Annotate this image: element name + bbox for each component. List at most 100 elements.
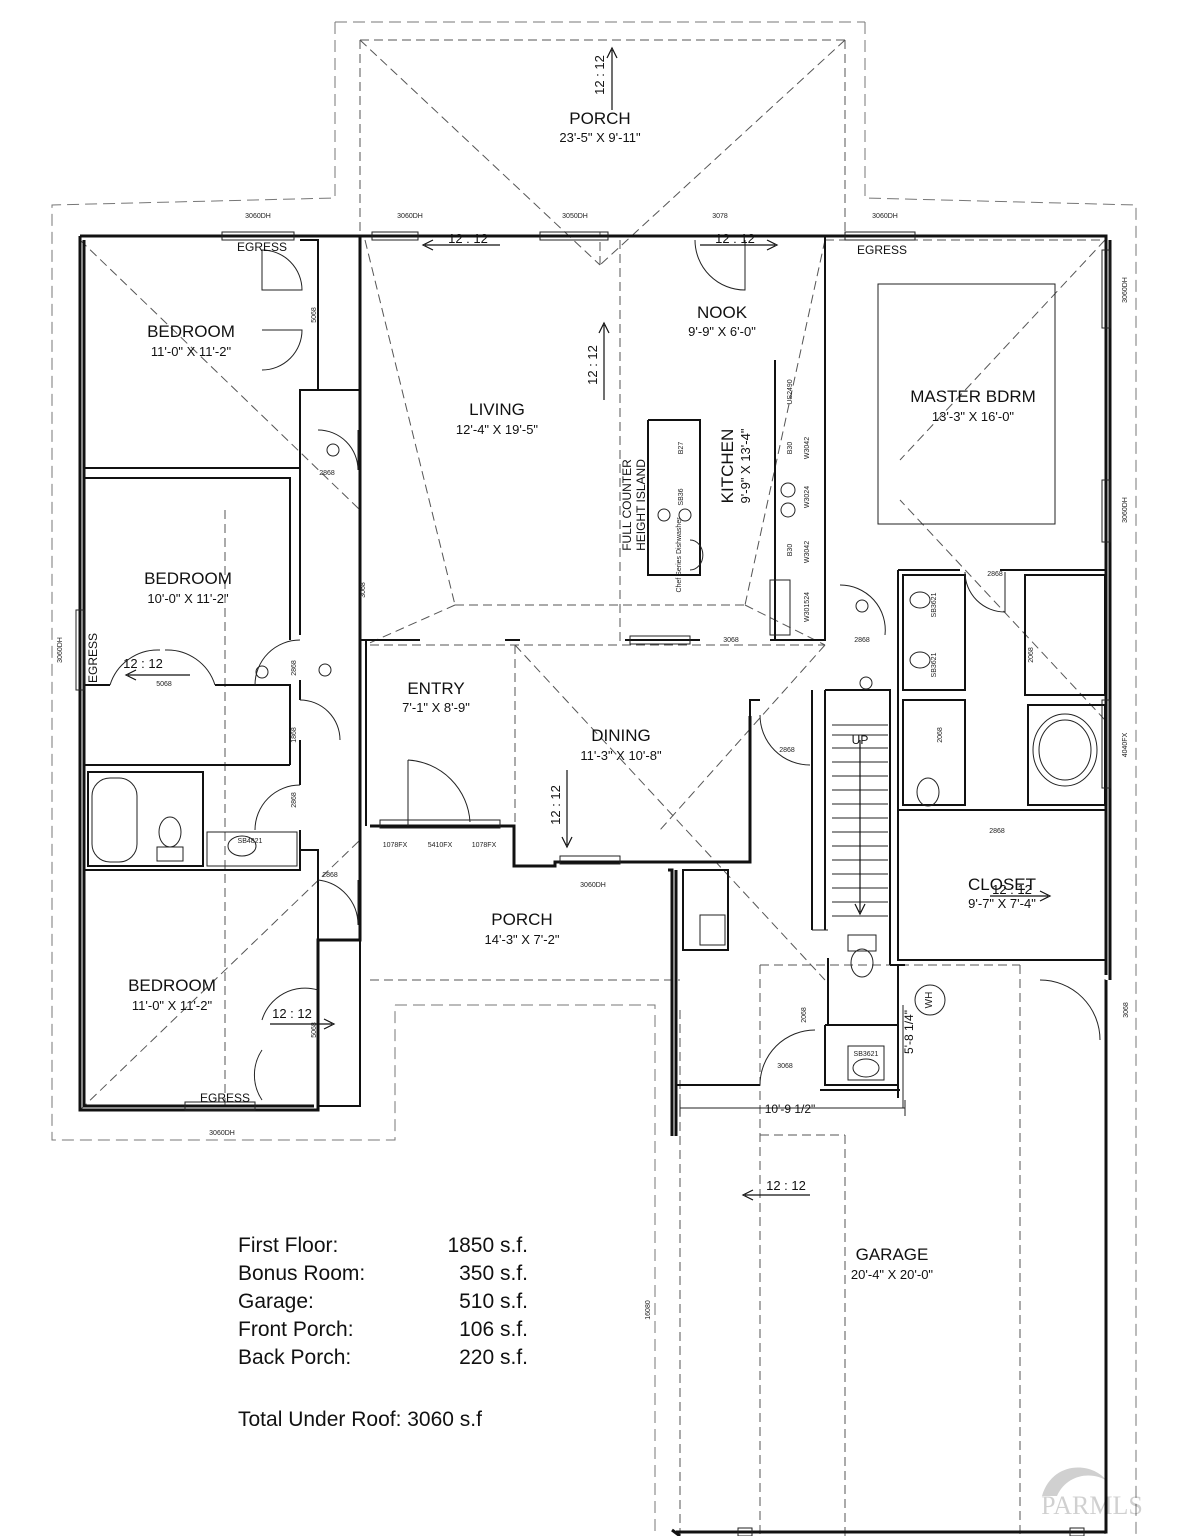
room-name-nook: NOOK [697, 303, 748, 322]
egress-label-master: EGRESS [857, 243, 907, 257]
code-window-entry-3: 1078FX [472, 842, 497, 849]
pitch-label-kitchen: 12 : 12 [585, 345, 600, 385]
code-door-bedroom-1-closet: 5068 [311, 307, 318, 323]
windows [75, 231, 1111, 1536]
pitch-label-back-porch: 12 : 12 [592, 55, 607, 95]
code-door-closet: 2868 [989, 828, 1005, 835]
code-door-bedroom-3-closet: 5068 [311, 1022, 318, 1038]
door-swings [109, 239, 1101, 1101]
code-garage-door: 16080 [645, 1300, 652, 1320]
room-size-bedroom-2: 10'-0" X 11'-2" [147, 591, 229, 606]
room-name-garage: GARAGE [856, 1245, 929, 1264]
room-name-closet: CLOSET [968, 875, 1036, 894]
room-labels: PORCH 23'-5" X 9'-11" BEDROOM 11'-0" X 1… [128, 109, 1036, 1282]
fixtures [91, 443, 1098, 1081]
code-door-linen: 1868 [291, 727, 298, 743]
room-name-bedroom-1: BEDROOM [147, 322, 235, 341]
pitch-label-dining: 12 : 12 [548, 785, 563, 825]
code-door-kitchen: 3068 [723, 637, 739, 644]
code-window-living: 3060DH [397, 213, 423, 220]
code-sink-half-bath: SB3621 [854, 1051, 879, 1058]
island-label-line-1: FULL COUNTER [620, 459, 634, 551]
code-window-master-bath: 4040FX [1122, 732, 1129, 757]
area-value: 510 s.f. [459, 1290, 528, 1313]
code-door-bedroom-3: 2868 [322, 872, 338, 879]
room-size-master: 13'-3" X 16'-0" [932, 409, 1015, 424]
code-door-bedroom-2-closet: 5068 [156, 681, 172, 688]
room-name-kitchen: KITCHEN [718, 429, 737, 504]
code-cabinet-w3042-top: W3042 [804, 437, 811, 459]
garage-width-dimension: 10'-9 1/2" [765, 1102, 816, 1116]
code-window-dining: 3060DH [580, 882, 606, 889]
room-name-bedroom-2: BEDROOM [144, 569, 232, 588]
code-cabinet-sb36: SB36 [678, 488, 685, 505]
pitch-label-bedroom-2: 12 : 12 [123, 656, 163, 671]
roof-outline [51, 21, 1137, 1536]
code-door-garage-side: 3068 [1123, 1002, 1130, 1018]
room-size-living: 12'-4" X 19'-5" [456, 422, 539, 437]
pitch-label-garage: 12 : 12 [766, 1178, 806, 1193]
pitch-arrows [124, 46, 1052, 1201]
pitch-label-bedroom-3: 12 : 12 [272, 1006, 312, 1021]
room-size-entry: 7'-1" X 8'-9" [402, 700, 470, 715]
code-door-bedroom-1: 2868 [319, 470, 335, 477]
dimension-lines [679, 1005, 906, 1116]
code-cabinet-w3042-bottom: W3042 [804, 541, 811, 563]
code-door-nook: 3078 [712, 213, 728, 220]
room-name-master: MASTER BDRM [910, 387, 1036, 406]
area-summary: First Floor:1850 s.f.Bonus Room:350 s.f.… [238, 1234, 538, 1432]
code-door-garage: 3068 [777, 1063, 793, 1070]
code-window-master: 3060DH [872, 213, 898, 220]
room-name-back-porch: PORCH [569, 109, 630, 128]
code-door-master-hall: 2868 [854, 637, 870, 644]
code-door-hall: 3068 [360, 582, 367, 598]
pitch-label-nook: 12 : 12 [715, 231, 755, 246]
area-value: 220 s.f. [459, 1346, 528, 1369]
room-size-bedroom-3: 11'-0" X 11'-2" [132, 998, 213, 1013]
interior-walls [84, 236, 1106, 1107]
stair-up-label: UP [852, 733, 869, 747]
area-label: Front Porch: [238, 1318, 354, 1341]
room-name-living: LIVING [469, 400, 525, 419]
area-row: Back Porch: 220 s.f. [238, 1346, 538, 1374]
stair-treads [832, 724, 888, 917]
opening-codes: 3060DH 3060DH 3050DH 3078 3060DH 3060DH … [57, 213, 1130, 1320]
pitch-label-living: 12 : 12 [448, 231, 488, 246]
total-under-roof: Total Under Roof: 3060 s.f [238, 1408, 482, 1431]
code-sink-hall-bath: SB4821 [238, 838, 263, 845]
code-cabinet-b27: B27 [678, 442, 685, 455]
annotations: EGRESS EGRESS EGRESS EGRESS 12 : 12 12 :… [86, 55, 1032, 1193]
area-value: 106 s.f. [459, 1318, 528, 1341]
code-window-bedroom-2: 3060DH [57, 637, 64, 663]
room-size-back-porch: 23'-5" X 9'-11" [559, 130, 641, 145]
code-window-bedroom-1: 3060DH [245, 213, 271, 220]
code-door-stair: 2868 [779, 747, 795, 754]
area-label: Back Porch: [238, 1346, 352, 1369]
area-row: Bonus Room:350 s.f. [238, 1262, 538, 1290]
code-cabinet-us2490: US2490 [787, 379, 794, 404]
area-label: Bonus Room: [238, 1262, 366, 1285]
area-row: Garage: 510 s.f. [238, 1290, 538, 1318]
code-door-shower: 2068 [1028, 647, 1035, 663]
code-dishwasher: Chef Series Dishwasher [676, 517, 683, 593]
code-window-master-side-2: 3060DH [1122, 497, 1129, 523]
code-door-master-bath: 2868 [987, 571, 1003, 578]
code-sink-master-2: SB3621 [931, 652, 938, 677]
area-label: First Floor: [238, 1234, 339, 1257]
code-door-laundry: 2068 [801, 1007, 808, 1023]
code-door-toilet: 2068 [937, 727, 944, 743]
code-cabinet-b30-bottom: B30 [787, 544, 794, 557]
room-size-kitchen: 9'-9" X 13'-4" [738, 428, 753, 503]
area-row: Front Porch: 106 s.f. [238, 1318, 538, 1346]
egress-label-bedroom-1: EGRESS [237, 240, 287, 254]
area-rows: First Floor:1850 s.f.Bonus Room:350 s.f.… [238, 1234, 538, 1374]
code-window-entry-1: 1078FX [383, 842, 408, 849]
room-size-garage: 20'-4" X 20'-0" [851, 1267, 934, 1282]
room-name-dining: DINING [591, 726, 651, 745]
code-window-living-2: 3050DH [562, 213, 588, 220]
code-cabinet-w301524: W301524 [804, 592, 811, 622]
area-label: Garage: [238, 1290, 314, 1313]
garage-depth-dimension: 5'-8 1/4" [902, 1010, 916, 1054]
